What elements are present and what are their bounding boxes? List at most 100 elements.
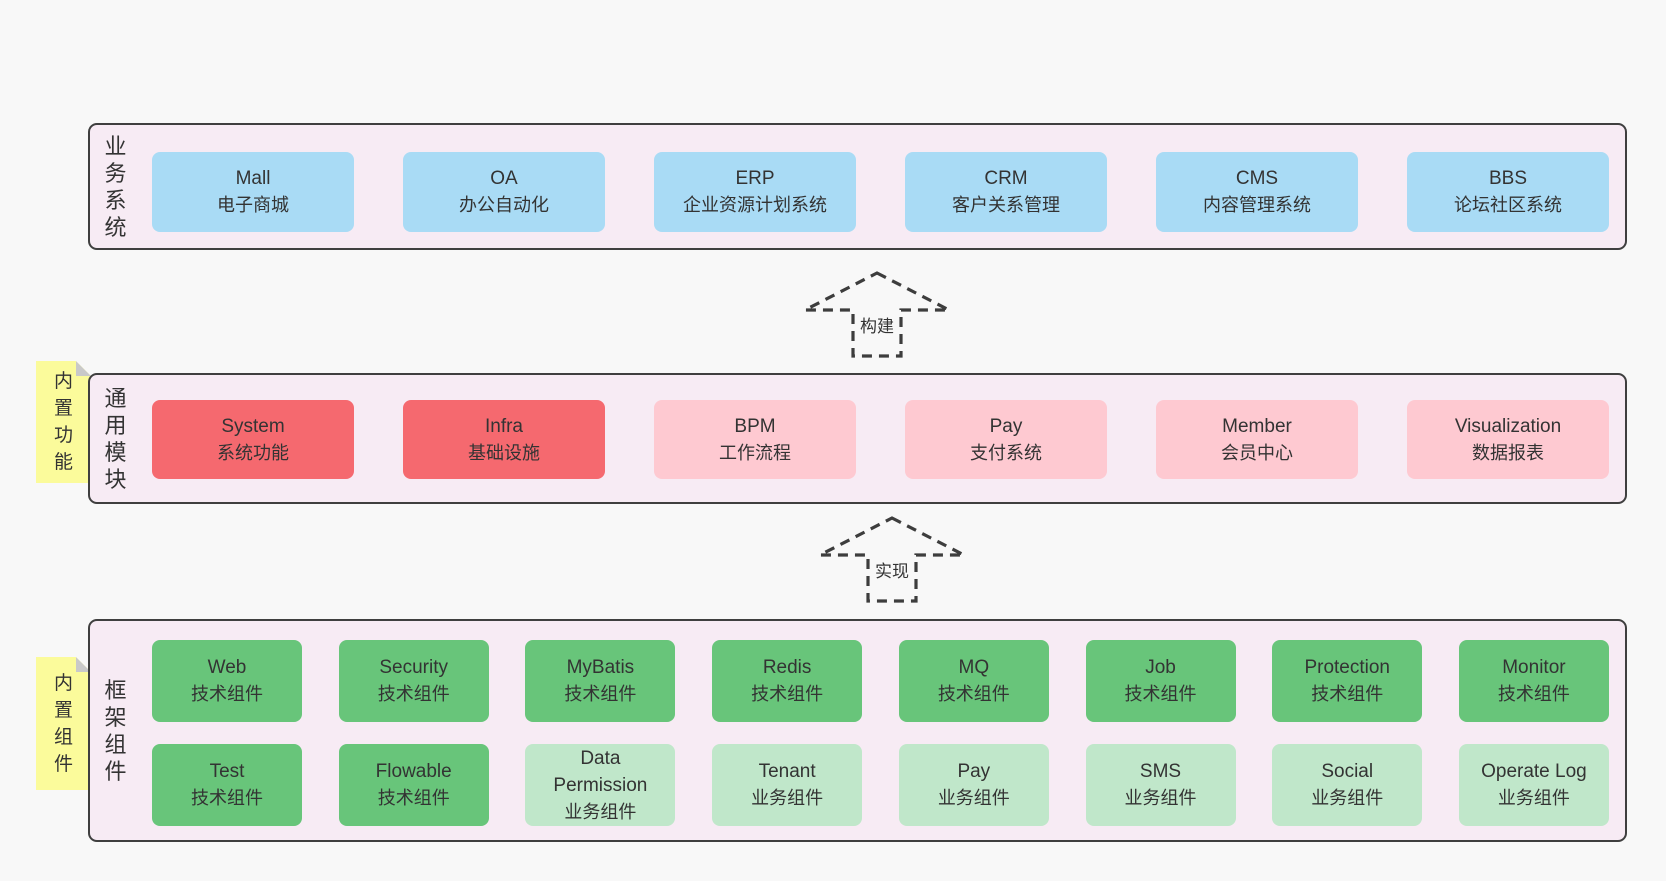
- diagram-box-operate-log: Operate Log 业务组件: [1458, 744, 1609, 826]
- box-subtitle: 业务组件: [937, 788, 1010, 808]
- diagram-box-test: Test 技术组件: [152, 744, 302, 826]
- box-title: MyBatis: [566, 657, 635, 678]
- diagram-box-security: Security 技术组件: [338, 640, 489, 722]
- box-subtitle: 电子商城: [217, 195, 289, 215]
- box-title: Pay: [957, 761, 991, 782]
- diagram-box-erp: ERP 企业资源计划系统: [654, 152, 856, 232]
- box-title: OA: [490, 168, 518, 189]
- box-subtitle: 论坛社区系统: [1454, 195, 1562, 215]
- diagram-box-mall: Mall 电子商城: [152, 152, 354, 232]
- box-subtitle: 技术组件: [1124, 684, 1197, 704]
- up-arrow-icon: 实现: [818, 516, 966, 604]
- diagram-box-tenant: Tenant 业务组件: [712, 744, 863, 826]
- diagram-box-bpm: BPM 工作流程: [654, 400, 856, 479]
- box-title: Security: [379, 657, 449, 678]
- box-title: Redis: [762, 657, 812, 678]
- band-framework-components: 框架组件 Web 技术组件 Security 技术组件 MyBatis 技术组件…: [88, 619, 1627, 842]
- diagram-box-mybatis: MyBatis 技术组件: [525, 640, 676, 722]
- box-subtitle: 技术组件: [937, 684, 1010, 704]
- diagram-box-bbs: BBS 论坛社区系统: [1407, 152, 1609, 232]
- box-title: Protection: [1304, 657, 1390, 678]
- box-subtitle: 数据报表: [1472, 442, 1544, 463]
- diagram-box-pay: Pay 支付系统: [905, 400, 1107, 479]
- box-title: Member: [1222, 415, 1292, 437]
- box-subtitle: 支付系统: [970, 442, 1042, 463]
- diagram-box-social: Social 业务组件: [1272, 744, 1423, 826]
- sticky-note-label: 内置功能: [53, 371, 73, 473]
- box-title: BBS: [1488, 168, 1528, 189]
- box-subtitle: 业务组件: [564, 801, 637, 822]
- box-title: SMS: [1139, 761, 1182, 782]
- diagram-box-mq: MQ 技术组件: [898, 640, 1049, 722]
- box-row: Web 技术组件 Security 技术组件 MyBatis 技术组件 Redi…: [152, 640, 1609, 722]
- band-business-systems: 业务系统 Mall 电子商城 OA 办公自动化 ERP 企业资源计划系统 CRM…: [88, 123, 1627, 250]
- box-subtitle: 技术组件: [377, 684, 450, 704]
- box-subtitle: 客户关系管理: [952, 195, 1060, 215]
- diagram-box-system: System 系统功能: [152, 400, 354, 479]
- diagram-box-sms: SMS 业务组件: [1085, 744, 1236, 826]
- box-title: MQ: [958, 657, 990, 678]
- box-title: Data Permission: [553, 747, 648, 796]
- box-title: CRM: [984, 168, 1028, 189]
- box-subtitle: 技术组件: [1311, 684, 1384, 704]
- band-common-modules: 通用模块 System 系统功能 Infra 基础设施 BPM 工作流程 Pay…: [88, 373, 1627, 504]
- box-title: Operate Log: [1481, 761, 1587, 782]
- diagram-box-infra: Infra 基础设施: [403, 400, 605, 479]
- box-title: Flowable: [375, 761, 452, 782]
- diagram-box-redis: Redis 技术组件: [712, 640, 863, 722]
- diagram-box-web: Web 技术组件: [152, 640, 302, 722]
- box-row: System 系统功能 Infra 基础设施 BPM 工作流程 Pay 支付系统…: [152, 400, 1609, 479]
- box-subtitle: 技术组件: [191, 684, 263, 704]
- box-subtitle: 业务组件: [1124, 788, 1197, 808]
- band-label: 业务系统: [104, 133, 127, 240]
- diagram-box-monitor: Monitor 技术组件: [1458, 640, 1609, 722]
- box-subtitle: 技术组件: [751, 684, 824, 704]
- up-arrow-icon: 构建: [803, 271, 951, 359]
- box-subtitle: 基础设施: [468, 442, 540, 463]
- box-subtitle: 业务组件: [751, 788, 824, 808]
- box-title: Web: [207, 657, 247, 678]
- box-subtitle: 技术组件: [191, 788, 263, 808]
- box-title: Tenant: [758, 761, 816, 782]
- box-subtitle: 办公自动化: [459, 195, 549, 215]
- box-subtitle: 内容管理系统: [1203, 195, 1311, 215]
- diagram-box-member: Member 会员中心: [1156, 400, 1358, 479]
- sticky-note-label: 内置组件: [53, 672, 73, 775]
- sticky-note-builtin-features: 内置功能: [36, 361, 91, 483]
- box-title: ERP: [735, 168, 775, 189]
- box-subtitle: 企业资源计划系统: [683, 195, 827, 215]
- diagram-box-cms: CMS 内容管理系统: [1156, 152, 1358, 232]
- box-row: Mall 电子商城 OA 办公自动化 ERP 企业资源计划系统 CRM 客户关系…: [152, 152, 1609, 232]
- box-title: System: [221, 415, 285, 437]
- box-title: Social: [1321, 761, 1374, 782]
- arrow-label: 实现: [872, 557, 912, 582]
- diagram-box-flowable: Flowable 技术组件: [338, 744, 489, 826]
- box-subtitle: 业务组件: [1497, 788, 1570, 808]
- box-title: Test: [209, 761, 245, 782]
- box-title: BPM: [734, 415, 776, 437]
- box-subtitle: 会员中心: [1221, 442, 1293, 463]
- diagram-box-visualization: Visualization 数据报表: [1407, 400, 1609, 479]
- box-title: Visualization: [1454, 415, 1562, 437]
- folded-corner-icon: [76, 361, 91, 376]
- arrow-label: 构建: [857, 312, 897, 337]
- box-title: CMS: [1235, 168, 1279, 189]
- box-title: Job: [1145, 657, 1176, 678]
- box-subtitle: 系统功能: [217, 442, 289, 463]
- box-title: Mall: [235, 168, 271, 189]
- diagram-box-pay-biz: Pay 业务组件: [898, 744, 1049, 826]
- box-subtitle: 业务组件: [1311, 788, 1384, 808]
- box-row: Test 技术组件 Flowable 技术组件 Data Permission …: [152, 744, 1609, 826]
- box-subtitle: 技术组件: [377, 788, 450, 808]
- box-subtitle: 技术组件: [1497, 684, 1570, 704]
- diagram-box-data-permission: Data Permission 业务组件: [525, 744, 676, 826]
- box-title: Monitor: [1502, 657, 1566, 678]
- band-label: 通用模块: [104, 385, 127, 492]
- diagram-box-job: Job 技术组件: [1085, 640, 1236, 722]
- diagram-box-protection: Protection 技术组件: [1272, 640, 1423, 722]
- box-subtitle: 工作流程: [719, 442, 791, 463]
- band-label: 框架组件: [104, 677, 127, 784]
- sticky-note-builtin-components: 内置组件: [36, 657, 91, 790]
- box-title: Pay: [989, 415, 1023, 437]
